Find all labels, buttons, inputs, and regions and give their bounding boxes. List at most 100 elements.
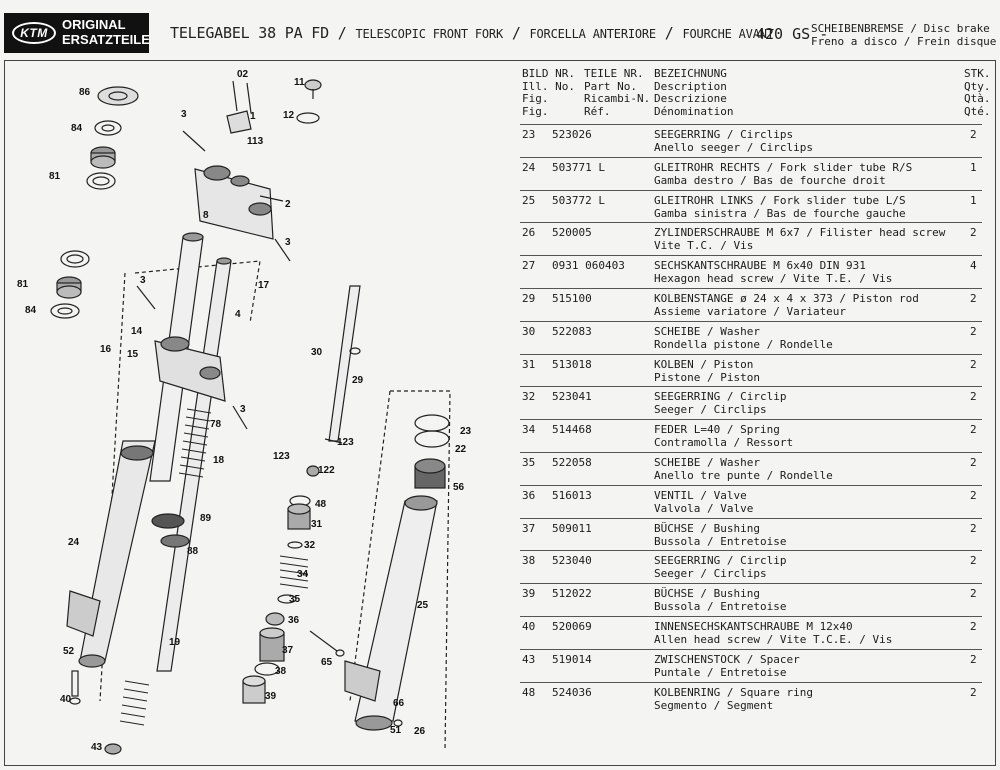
logo-caption: ORIGINAL ERSATZTEILE <box>62 17 150 47</box>
title-italian: FORCELLA ANTERIORE <box>529 27 657 41</box>
part-number: 523040 <box>552 554 592 568</box>
description: SCHEIBE / Washer Rondella pistone / Rond… <box>654 325 833 351</box>
description-line-1: VENTIL / Valve <box>654 488 747 502</box>
description: SECHSKANTSCHRAUBE M 6x40 DIN 931 Hexagon… <box>654 259 892 285</box>
quantity: 2 <box>970 587 977 601</box>
fig-number: 36 <box>522 488 536 502</box>
ktm-logo-mark: KTM <box>12 22 56 44</box>
description: INNENSECHSKANTSCHRAUBE M 12x40 Allen hea… <box>654 620 892 646</box>
description: BÜCHSE / Bushing Bussola / Entretoise <box>654 522 786 548</box>
callout-84: 84 <box>71 123 83 134</box>
description-line-2: Gamba destro / Bas de fourche droit <box>654 173 886 187</box>
description-line-2: Bussola / Entretoise <box>654 534 787 548</box>
part-number: 522083 <box>552 324 592 338</box>
callout-34: 34 <box>297 569 309 580</box>
quantity: 1 <box>970 160 977 174</box>
description-line-2: Bussola / Entretoise <box>654 600 787 614</box>
callout-23: 23 <box>460 426 472 437</box>
table-row: 29 515100 KOLBENSTANGE ø 24 x 4 x 373 / Pi… <box>520 287 982 321</box>
fig-number: 39 <box>522 587 536 601</box>
callout-17: 17 <box>258 280 270 291</box>
fig-number: 35 <box>522 455 536 469</box>
callout-38: 38 <box>275 666 287 677</box>
callout-24: 24 <box>68 537 80 548</box>
callout-2: 2 <box>285 199 291 210</box>
callout-122: 122 <box>318 465 335 476</box>
callout-8: 8 <box>203 210 209 221</box>
callout-37: 37 <box>282 645 294 656</box>
callout-51: 51 <box>390 725 402 736</box>
callout-02: 02 <box>237 69 249 80</box>
description-line-2: Contramolla / Ressort <box>654 436 794 450</box>
part-number: 519014 <box>552 652 592 666</box>
description: SEEGERRING / Circlip Seeger / Circlips <box>654 390 786 416</box>
exploded-diagram: 86 84 81 81 84 02 1 113 11 12 3 2 8 3 3 … <box>17 69 472 755</box>
callout-29: 29 <box>352 375 364 386</box>
description-line-1: FEDER L=40 / Spring <box>654 423 780 437</box>
quantity: 2 <box>970 652 977 666</box>
model-name: 420 GS - <box>756 25 829 43</box>
col-fig-header: BILD NR. Ill. No. Fig. Fig. <box>522 67 575 118</box>
quantity: 2 <box>970 423 977 437</box>
description: SEEGERRING / Circlip Seeger / Circlips <box>654 554 786 580</box>
callout-14: 14 <box>131 326 143 337</box>
callout-56: 56 <box>453 482 465 493</box>
callout-52: 52 <box>63 646 75 657</box>
fig-number: 24 <box>522 160 536 174</box>
callout-16: 16 <box>100 344 112 355</box>
description-line-1: KOLBENSTANGE ø 24 x 4 x 373 / Piston rod <box>654 291 919 305</box>
description-line-2: Pistone / Piston <box>654 370 760 384</box>
callout-4: 4 <box>235 309 241 320</box>
part-number: 520005 <box>552 226 592 240</box>
callout-18: 18 <box>213 455 225 466</box>
description-line-1: KOLBENRING / Square ring <box>654 685 813 699</box>
quantity: 2 <box>970 619 977 633</box>
col-qty-header: STK. Qty. Qtà. Qté. <box>964 67 991 118</box>
parts-table: BILD NR. Ill. No. Fig. Fig. TEILE NR. Pa… <box>520 67 991 714</box>
fig-number: 43 <box>522 652 536 666</box>
description-line-1: SECHSKANTSCHRAUBE M 6x40 DIN 931 <box>654 259 866 273</box>
fig-number: 29 <box>522 291 536 305</box>
col-part-header: TEILE NR. Part No. Ricambi-N. Réf. <box>584 67 651 118</box>
description: KOLBENRING / Square ring Segmento / Segm… <box>654 686 813 712</box>
callout-86: 86 <box>79 87 91 98</box>
callout-3: 3 <box>285 237 291 248</box>
quantity: 2 <box>970 685 977 699</box>
title-english: TELESCOPIC FRONT FORK <box>355 27 503 41</box>
callout-66: 66 <box>393 698 405 709</box>
part-number: 515100 <box>552 291 592 305</box>
callout-3: 3 <box>140 275 146 286</box>
description: FEDER L=40 / Spring Contramolla / Ressor… <box>654 423 793 449</box>
part-number: 523041 <box>552 390 592 404</box>
description-line-2: Seeger / Circlips <box>654 403 767 417</box>
fig-number: 26 <box>522 226 536 240</box>
description-line-2: Assieme variatore / Variateur <box>654 304 847 318</box>
ktm-logo: KTM ORIGINAL ERSATZTEILE <box>4 13 150 53</box>
callout-89: 89 <box>200 513 212 524</box>
callout-3: 3 <box>181 109 187 120</box>
part-number: 524036 <box>552 685 592 699</box>
logo-line-2: ERSATZTEILE <box>62 32 150 47</box>
description-line-1: INNENSECHSKANTSCHRAUBE M 12x40 <box>654 619 853 633</box>
callout-78: 78 <box>210 419 222 430</box>
quantity: 2 <box>970 357 977 371</box>
description-line-2: Vite T.C. / Vis <box>654 239 754 253</box>
part-number: 516013 <box>552 488 592 502</box>
part-number: 513018 <box>552 357 592 371</box>
content-frame <box>4 60 996 766</box>
description: SCHEIBE / Washer Anello tre punte / Rond… <box>654 456 833 482</box>
part-number: 503772 L <box>552 193 605 207</box>
callout-81: 81 <box>17 279 29 290</box>
fig-number: 27 <box>522 259 536 273</box>
